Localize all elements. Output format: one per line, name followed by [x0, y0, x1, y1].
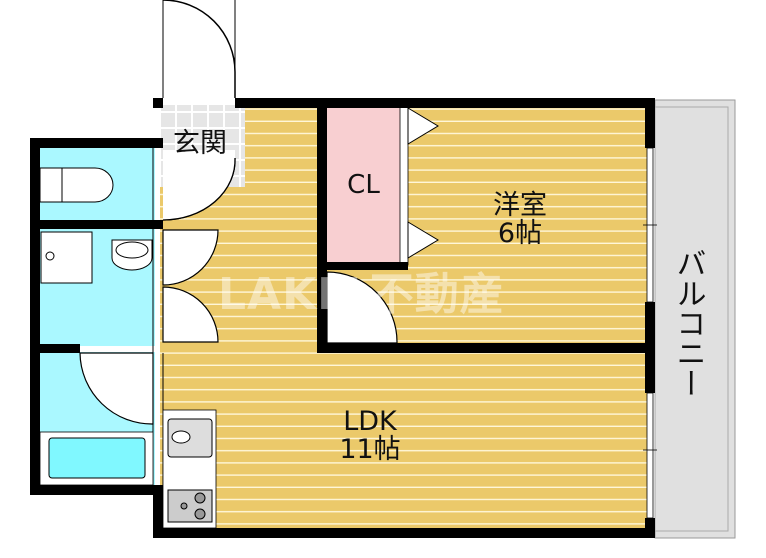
western-room-door [326, 271, 398, 344]
windows [643, 147, 657, 519]
ldk-label: LDK 11帖 [320, 406, 420, 466]
western-room-size: 6帖 [497, 218, 543, 250]
closet-label: CL [347, 170, 380, 200]
sink-icon [111, 239, 153, 271]
watermark: LAKIA不動産 [218, 269, 505, 320]
balcony-label: バルコニー [670, 248, 706, 398]
closet-doors [399, 104, 439, 266]
closet-floor [325, 105, 400, 265]
washroom-door [162, 229, 219, 343]
western-room-label: 洋室 6帖 [470, 190, 570, 250]
toilet-icon [39, 167, 114, 203]
washing-machine-icon [40, 231, 93, 284]
bathroom-door [79, 352, 154, 425]
kitchen-counter [162, 409, 217, 529]
balcony [654, 99, 736, 539]
western-room-name: 洋室 [493, 190, 547, 221]
stove-icon [167, 489, 213, 523]
entrance-label: 玄関 [173, 128, 227, 159]
entrance-door [162, 0, 236, 221]
ldk-size: 11帖 [339, 434, 401, 466]
walls [30, 98, 655, 538]
bathtub-icon [39, 431, 154, 486]
ldk-name: LDK [343, 406, 397, 437]
